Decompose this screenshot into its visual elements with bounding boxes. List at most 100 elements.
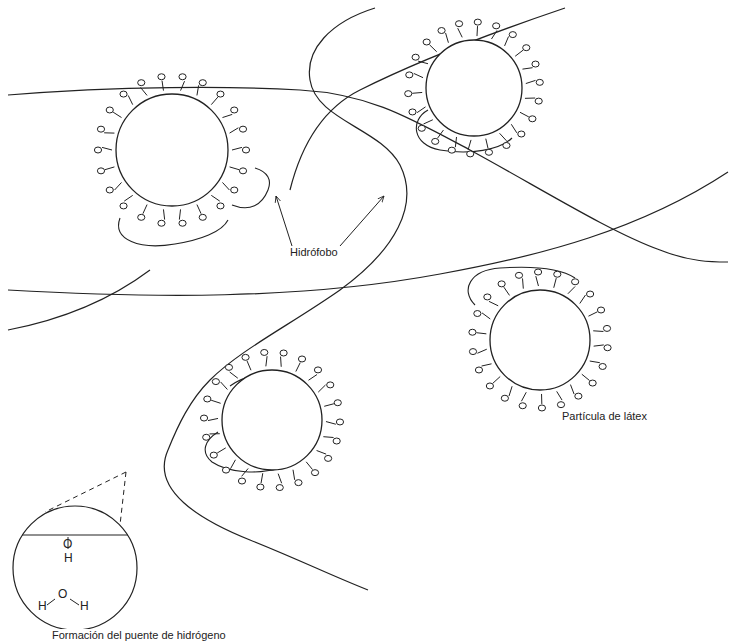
surfactant-head <box>158 220 165 226</box>
surfactant-head <box>106 187 113 193</box>
surfactant-tail <box>211 97 218 105</box>
surfactant-tail <box>324 404 334 407</box>
surfactant-head <box>222 467 229 473</box>
surfactant-head <box>469 349 476 355</box>
surfactant-tail <box>515 50 523 56</box>
particle-core <box>116 94 228 206</box>
surfactant-head <box>486 383 493 389</box>
surfactant-head <box>423 39 430 45</box>
surfactant-head <box>467 151 474 157</box>
surfactant-head <box>405 91 412 97</box>
surfactant-head <box>587 291 594 297</box>
surfactant-tail <box>293 470 295 480</box>
surfactant-tail <box>590 361 600 363</box>
surfactant-tail <box>526 80 536 83</box>
surfactant-tail <box>477 349 486 353</box>
surfactant-tail <box>211 400 221 403</box>
surfactant-head <box>554 271 561 277</box>
surfactant-tail <box>163 209 164 219</box>
surfactant-head <box>604 345 611 351</box>
surfactant-head <box>210 452 217 458</box>
surfactant-tail <box>143 205 147 214</box>
thickener-chains <box>8 8 728 590</box>
surfactant-tail <box>557 391 562 400</box>
surfactant-tail <box>113 112 121 117</box>
surfactant-head <box>239 168 246 174</box>
surfactant-tail <box>493 377 500 384</box>
surfactant-head <box>493 23 500 29</box>
surfactant-head <box>231 107 238 113</box>
surfactant-tail <box>197 205 201 214</box>
surfactant-tail <box>247 361 251 370</box>
surfactant-tail <box>418 61 428 64</box>
surfactant-head <box>333 438 340 444</box>
surfactant-head <box>106 107 113 113</box>
surfactant-tail <box>582 374 590 380</box>
latex-particle <box>94 74 249 226</box>
surfactant-tail <box>317 450 327 454</box>
surfactant-head <box>529 116 536 122</box>
surfactant-head <box>158 74 165 80</box>
surfactant-head <box>217 91 224 97</box>
surfactant-tail <box>232 147 242 150</box>
surfactant-head <box>589 380 596 386</box>
surfactant-head <box>311 470 318 476</box>
surfactant-tail <box>588 312 597 316</box>
surfactant-head <box>535 98 542 104</box>
surfactant-tail <box>430 45 437 52</box>
surfactant-tail <box>266 356 267 366</box>
surfactant-head <box>484 294 491 300</box>
surfactant-head <box>519 403 526 409</box>
surfactant-tail <box>208 418 218 420</box>
surfactant-tail <box>222 114 232 117</box>
surfactant-tail <box>520 112 529 117</box>
latex-particles <box>94 19 611 490</box>
atom-label: H <box>64 552 73 565</box>
surfactant-head <box>557 402 564 408</box>
surfactant-head <box>515 272 522 278</box>
surfactant-head <box>239 126 246 132</box>
surfactant-tail <box>181 81 185 90</box>
surfactant-tail <box>211 195 219 201</box>
caption-label: Formación del puente de hidrógeno <box>50 629 228 641</box>
surfactant-tail <box>124 195 132 201</box>
surfactant-head <box>242 147 249 153</box>
surfactant-tail <box>568 286 575 293</box>
surfactant-tail <box>446 33 449 43</box>
surfactant-tail <box>486 139 488 149</box>
surfactant-tail <box>318 385 325 392</box>
surfactant-tail <box>511 124 517 133</box>
surfactant-head <box>501 395 508 401</box>
surfactant-tail <box>522 68 532 69</box>
hydrophobe-label: Hidrófobo <box>288 246 340 258</box>
surfactant-tail <box>580 295 586 303</box>
surfactant-head <box>212 379 219 385</box>
surfactant-head <box>532 61 539 67</box>
surfactant-tail <box>278 474 282 484</box>
surfactant-head <box>469 329 476 335</box>
surfactant-head <box>498 281 505 287</box>
surfactant-head <box>599 363 606 369</box>
surfactant-tail <box>489 301 498 305</box>
surfactant-head <box>475 367 482 373</box>
surfactant-tail <box>424 120 433 124</box>
surfactant-head <box>455 21 462 27</box>
surfactant-tail <box>242 468 249 476</box>
surfactant-tail <box>104 132 114 133</box>
surfactant-tail <box>326 422 336 425</box>
surfactant-tail <box>210 433 220 434</box>
surfactant-head <box>412 54 419 60</box>
surfactant-head <box>314 367 321 373</box>
surfactant-head <box>327 382 334 388</box>
surfactant-tail <box>455 137 456 147</box>
surfactant-tail <box>417 107 425 113</box>
surfactant-head <box>485 149 492 155</box>
surfactant-head <box>179 220 186 226</box>
surfactant-tail <box>230 372 238 378</box>
surfactant-tail <box>296 363 300 372</box>
surfactant-head <box>295 480 302 486</box>
surfactant-tail <box>541 394 542 404</box>
surfactant-tail <box>476 333 486 334</box>
surfactant-head <box>238 478 245 484</box>
